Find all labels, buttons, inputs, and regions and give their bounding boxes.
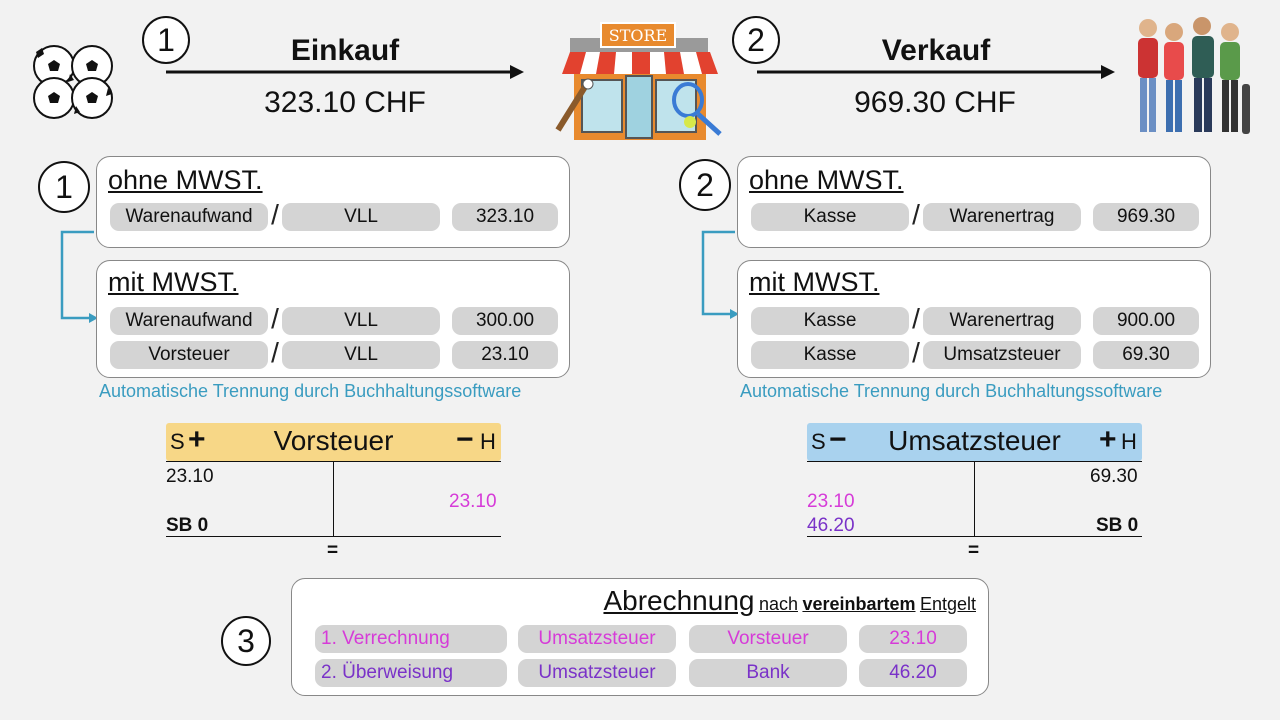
amount: 969.30 xyxy=(1093,203,1199,231)
arrow-right-icon xyxy=(166,65,524,79)
vorsteuer-account-header: S + Vorsteuer − H xyxy=(166,423,501,461)
umsatzsteuer-account-header: S − Umsatzsteuer + H xyxy=(807,423,1142,461)
balance-label: SB 0 xyxy=(166,515,209,536)
right-mit-mwst-card: mit MWST. Kasse / Warenertrag 900.00 Kas… xyxy=(737,260,1211,378)
amount: 23.10 xyxy=(452,341,558,369)
store-illustration: STORE xyxy=(548,22,728,142)
abrechnung-card: Abrechnung nach vereinbartem Entgelt 1. … xyxy=(291,578,989,696)
right-section-badge: 2 xyxy=(679,159,731,211)
amount: 69.30 xyxy=(1093,341,1199,369)
t-account-total-line xyxy=(166,536,501,537)
arrow-right-icon xyxy=(757,65,1115,79)
card-title: ohne MWST. xyxy=(108,165,263,195)
left-mit-mwst-card: mit MWST. Warenaufwand / VLL 300.00 Vors… xyxy=(96,260,570,378)
abrechnung-subtitle-pre: nach xyxy=(758,594,798,614)
debit-account: Kasse xyxy=(751,203,909,231)
equals-mark: = xyxy=(327,540,339,561)
debit-account: Kasse xyxy=(751,307,909,335)
debit-entry-ueberweisung: 46.20 xyxy=(807,515,855,536)
einkauf-title: Einkauf xyxy=(290,34,400,67)
minus-sign: − xyxy=(829,423,847,456)
soccer-balls-icon xyxy=(33,45,113,119)
minus-sign: − xyxy=(456,423,474,456)
step-2-badge: 2 xyxy=(732,16,780,64)
soll-label: S xyxy=(170,429,185,454)
slash-separator: / xyxy=(271,199,279,230)
debit-account: Umsatzsteuer xyxy=(518,659,676,687)
verkauf-amount: 969.30 CHF xyxy=(854,86,1016,119)
haben-label: H xyxy=(480,429,496,454)
card-title: ohne MWST. xyxy=(749,165,904,195)
debit-account: Warenaufwand xyxy=(110,203,268,231)
abrechnung-heading: Abrechnung nach vereinbartem Entgelt xyxy=(603,585,976,617)
credit-account: Umsatzsteuer xyxy=(923,341,1081,369)
row-label-verrechnung: 1. Verrechnung xyxy=(315,625,507,653)
debit-account: Vorsteuer xyxy=(110,341,268,369)
slash-separator: / xyxy=(271,337,279,368)
equals-mark: = xyxy=(968,540,980,561)
account-name: Umsatzsteuer xyxy=(888,425,1061,456)
credit-entry: 69.30 xyxy=(1090,466,1138,487)
step-3-badge: 3 xyxy=(221,616,271,666)
slash-separator: / xyxy=(912,199,920,230)
card-title: mit MWST. xyxy=(108,267,239,297)
customers-illustration xyxy=(1138,17,1250,134)
t-account-total-line xyxy=(807,536,1142,537)
credit-account: VLL xyxy=(282,203,440,231)
abrechnung-title: Abrechnung xyxy=(603,585,755,616)
step-1-badge: 1 xyxy=(142,16,190,64)
bracket-arrow-icon xyxy=(701,230,739,319)
amount: 300.00 xyxy=(452,307,558,335)
bracket-arrow-icon xyxy=(60,230,98,323)
balance-label: SB 0 xyxy=(1096,515,1139,536)
row-label-ueberweisung: 2. Überweisung xyxy=(315,659,507,687)
plus-sign: + xyxy=(188,423,206,456)
right-ohne-mwst-card: ohne MWST. Kasse / Warenertrag 969.30 xyxy=(737,156,1211,248)
amount: 323.10 xyxy=(452,203,558,231)
credit-account: VLL xyxy=(282,307,440,335)
credit-account: Vorsteuer xyxy=(689,625,847,653)
plus-sign: + xyxy=(1099,423,1117,456)
right-software-note: Automatische Trennung durch Buchhaltungs… xyxy=(740,381,1163,401)
left-ohne-mwst-card: ohne MWST. Warenaufwand / VLL 323.10 xyxy=(96,156,570,248)
einkauf-amount: 323.10 CHF xyxy=(264,86,426,119)
credit-account: VLL xyxy=(282,341,440,369)
credit-account: Bank xyxy=(689,659,847,687)
debit-account: Umsatzsteuer xyxy=(518,625,676,653)
slash-separator: / xyxy=(912,303,920,334)
amount: 23.10 xyxy=(859,625,967,653)
credit-account: Warenertrag xyxy=(923,203,1081,231)
haben-label: H xyxy=(1121,429,1137,454)
account-name: Vorsteuer xyxy=(273,425,394,456)
amount: 900.00 xyxy=(1093,307,1199,335)
left-software-note: Automatische Trennung durch Buchhaltungs… xyxy=(99,381,522,401)
debit-account: Warenaufwand xyxy=(110,307,268,335)
t-account-divider xyxy=(974,461,975,536)
amount: 46.20 xyxy=(859,659,967,687)
debit-entry: 23.10 xyxy=(166,466,214,487)
credit-entry: 23.10 xyxy=(449,491,497,512)
left-section-badge: 1 xyxy=(38,161,90,213)
slash-separator: / xyxy=(912,337,920,368)
slash-separator: / xyxy=(271,303,279,334)
debit-entry-verrechnung: 23.10 xyxy=(807,491,855,512)
abrechnung-subtitle-bold: vereinbartem xyxy=(802,594,916,614)
soll-label: S xyxy=(811,429,826,454)
card-title: mit MWST. xyxy=(749,267,880,297)
abrechnung-subtitle-post: Entgelt xyxy=(919,594,976,614)
verkauf-title: Verkauf xyxy=(881,34,991,67)
store-sign: STORE xyxy=(600,22,676,48)
t-account-divider xyxy=(333,461,334,536)
credit-account: Warenertrag xyxy=(923,307,1081,335)
debit-account: Kasse xyxy=(751,341,909,369)
